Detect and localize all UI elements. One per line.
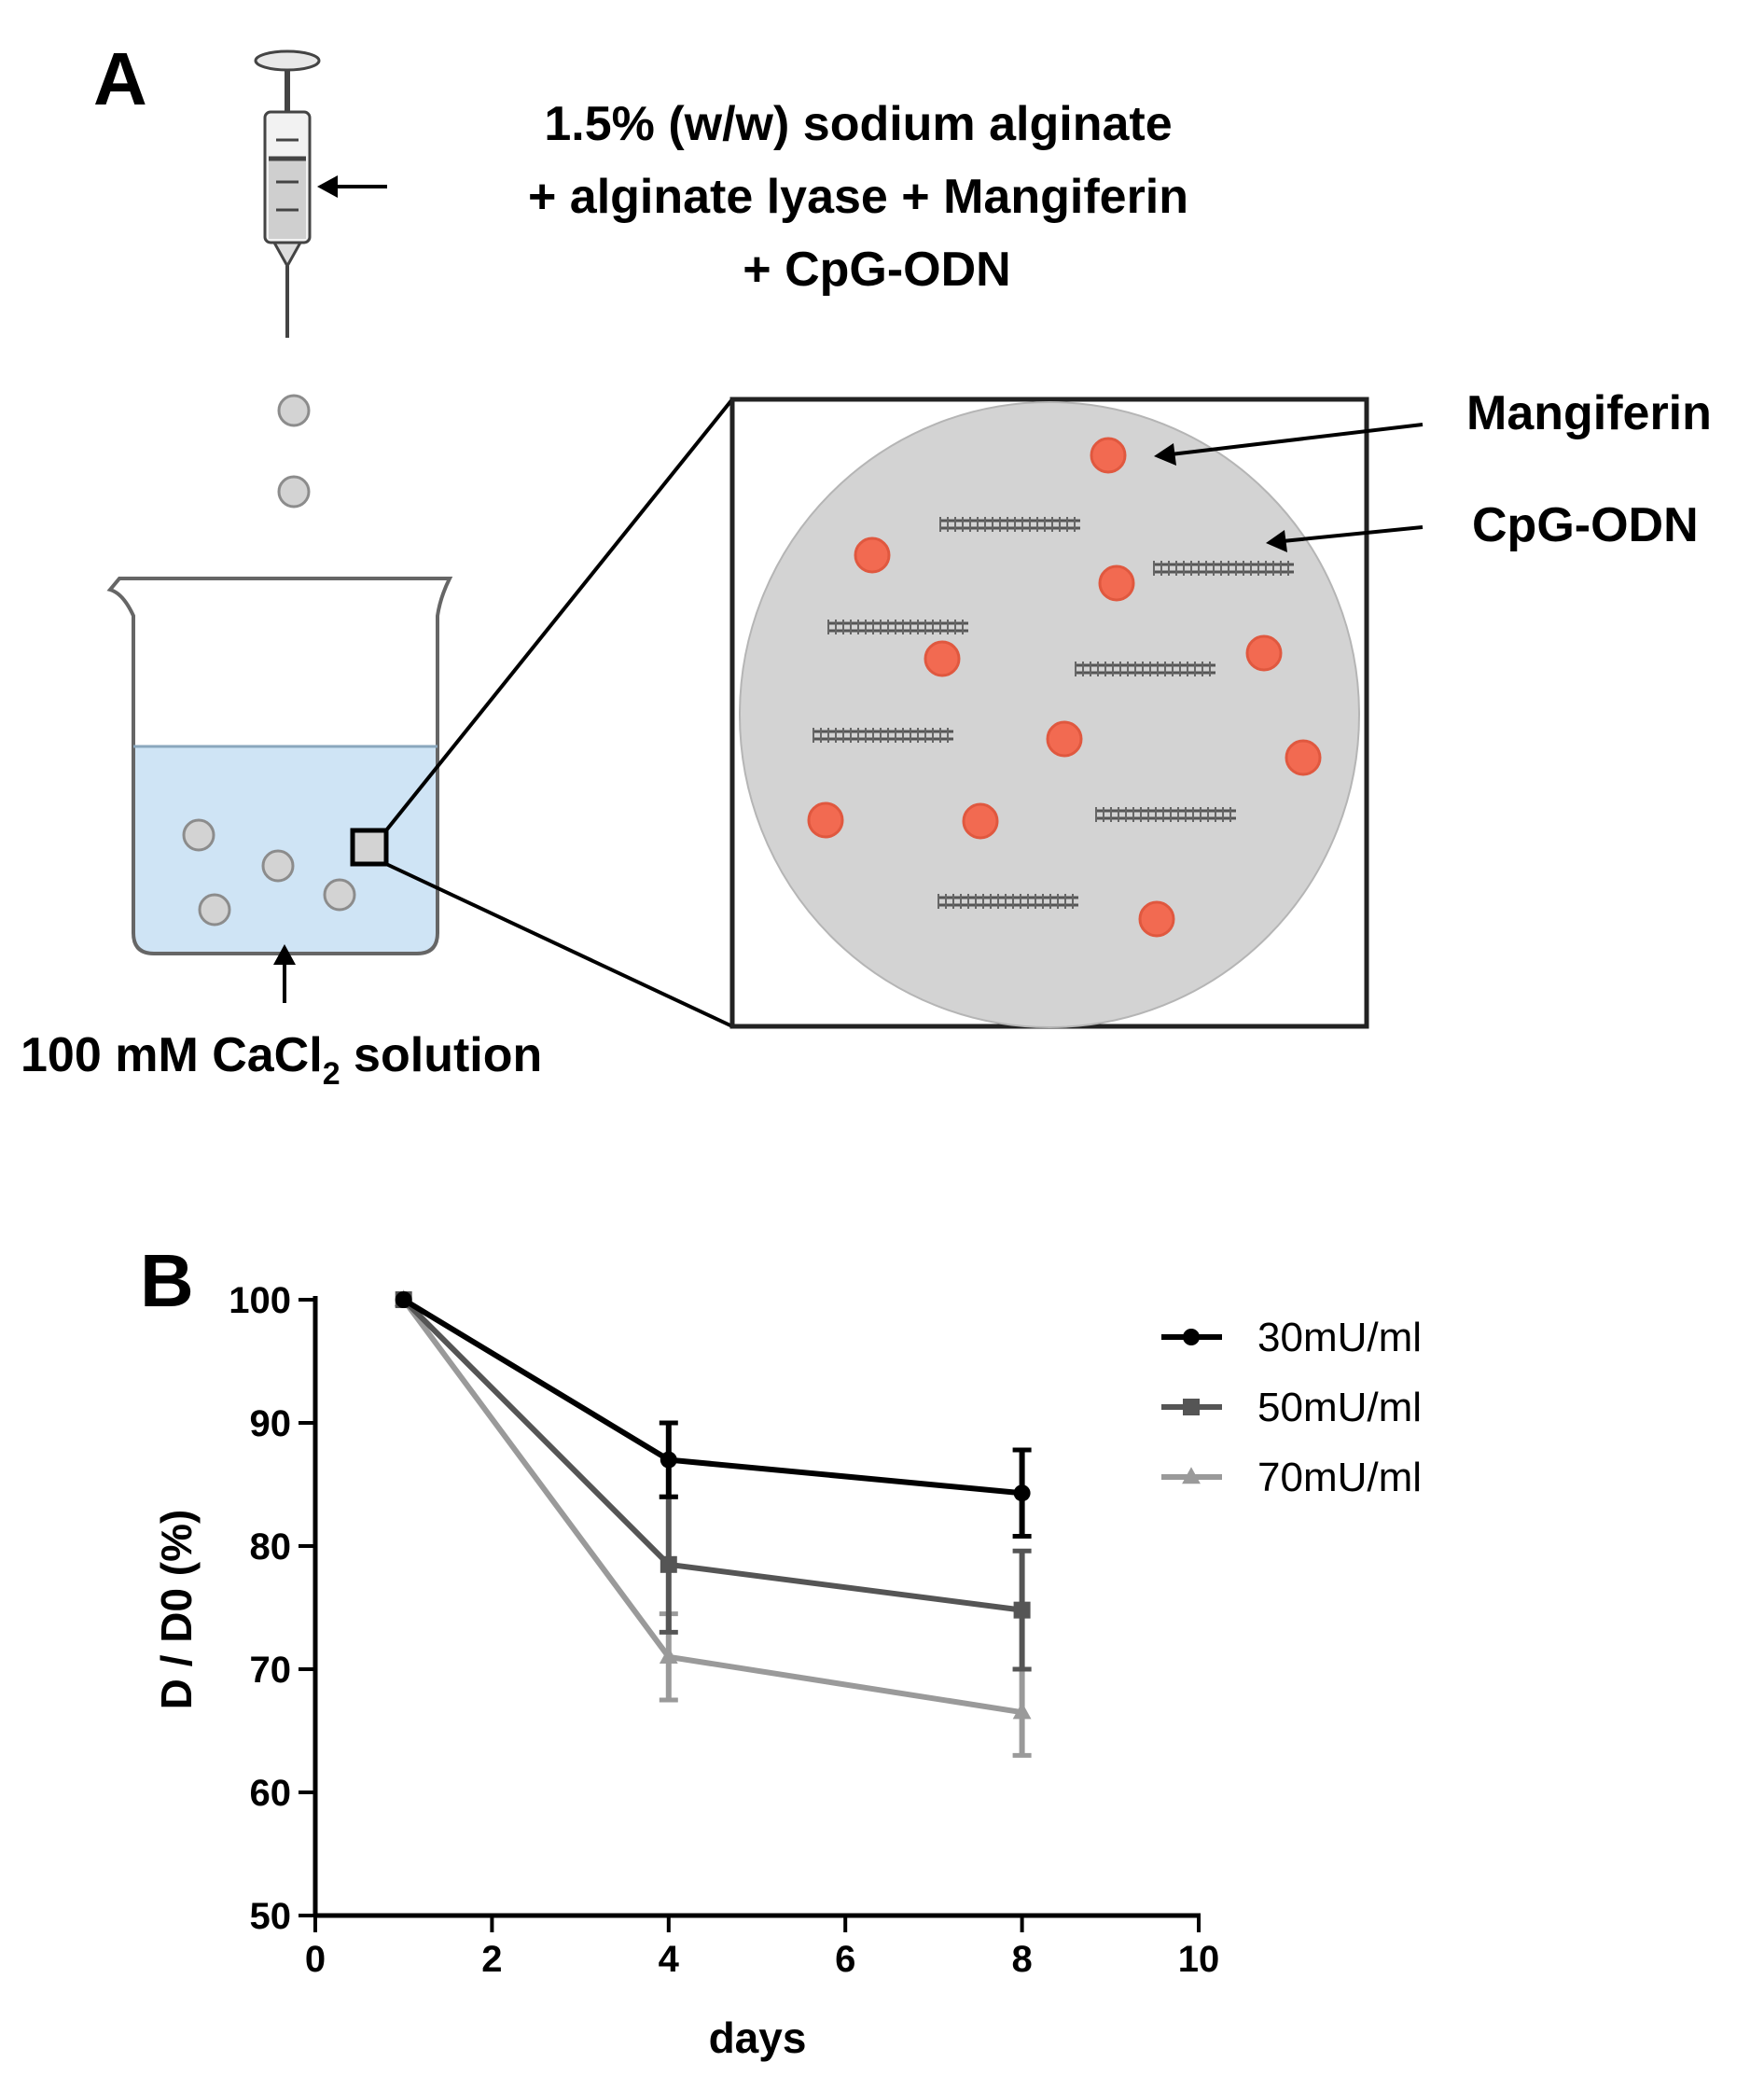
series-line	[401, 1298, 1023, 1716]
cpg-strands	[813, 517, 1294, 909]
legend-label: 30mU/ml	[1257, 1315, 1422, 1360]
solution-line-3: + CpG-ODN	[743, 243, 1010, 297]
y-tick-label: 60	[250, 1773, 292, 1814]
legend-label: 50mU/ml	[1257, 1385, 1422, 1430]
mangiferin-label: Mangiferin	[1466, 386, 1712, 440]
syringe-arrow	[317, 175, 387, 198]
mangiferin-dot	[1046, 720, 1083, 758]
x-tick-label: 2	[481, 1939, 502, 1980]
data-point	[1013, 1484, 1031, 1502]
beaker-beads	[182, 818, 356, 927]
chart-legend: 30mU/ml 50mU/ml 70mU/ml	[1161, 1315, 1422, 1500]
zoom-region-marker	[350, 828, 389, 867]
legend-item: 30mU/ml	[1161, 1315, 1422, 1360]
x-axis-title: days	[709, 2013, 807, 2062]
mangiferin-dots	[807, 437, 1322, 938]
falling-bead	[277, 394, 311, 427]
y-tick-label: 80	[250, 1526, 292, 1568]
data-point	[395, 1291, 412, 1308]
cacl2-label: 100 mM CaCl2 solution	[21, 1028, 542, 1092]
series-line	[402, 1297, 1022, 1497]
mangiferin-dot	[807, 801, 844, 839]
chart-axes: 0 2 4 6 8 10 50 60 70 80 90 100	[229, 1280, 1219, 1980]
series-line	[401, 1297, 1022, 1613]
mangiferin-dot	[1138, 900, 1175, 938]
zoom-line-bottom	[385, 862, 733, 1028]
cpg-strand	[827, 620, 968, 634]
series-50mU/ml	[395, 1291, 1032, 1672]
panel-b-letter: B	[140, 1239, 194, 1322]
legend-label: 70mU/ml	[1257, 1455, 1422, 1500]
mangiferin-arrow	[1154, 423, 1424, 466]
x-tick-label: 10	[1178, 1939, 1220, 1980]
syringe-icon	[254, 49, 321, 338]
panel-a-letter: A	[93, 37, 147, 120]
x-tick-label: 6	[835, 1939, 855, 1980]
degradation-chart: 0 2 4 6 8 10 50 60 70 80 90 100 days D / D0 (%) 30m…	[152, 1280, 1422, 2062]
data-point	[1182, 1467, 1201, 1484]
legend-item: 70mU/ml	[1161, 1455, 1422, 1500]
cpg-strand	[813, 728, 953, 743]
solution-line-1: 1.5% (w/w) sodium alginate	[544, 97, 1172, 151]
cpg-strand	[939, 517, 1080, 532]
y-tick-label: 90	[250, 1403, 292, 1444]
cpg-strand	[1153, 561, 1294, 576]
x-tick-label: 0	[305, 1939, 326, 1980]
falling-bead	[277, 475, 311, 509]
data-point	[660, 1555, 677, 1573]
chart-series	[394, 1289, 1032, 1758]
mangiferin-dot	[1098, 564, 1135, 602]
cacl2-arrow	[273, 944, 296, 1003]
zoom-line-top	[384, 397, 734, 832]
mangiferin-dot	[924, 640, 961, 677]
legend-item: 50mU/ml	[1161, 1385, 1422, 1430]
series-30mU/ml	[395, 1291, 1032, 1539]
magnified-bead	[739, 401, 1360, 1028]
beaker-icon	[106, 577, 453, 955]
cpg-strand	[1095, 807, 1236, 822]
data-point	[1012, 1702, 1032, 1720]
mangiferin-dot	[1285, 739, 1322, 776]
x-tick-label: 8	[1011, 1939, 1032, 1980]
data-point	[1183, 1329, 1200, 1345]
y-tick-label: 50	[250, 1896, 292, 1937]
y-tick-label: 100	[229, 1280, 291, 1321]
mangiferin-dot	[1245, 634, 1283, 672]
series-70mU/ml	[394, 1289, 1032, 1758]
cpg-strand	[1075, 662, 1215, 676]
data-point	[659, 1647, 678, 1664]
cpg-strand	[938, 894, 1078, 909]
data-point	[1183, 1399, 1200, 1415]
cpg-label: CpG-ODN	[1472, 498, 1699, 552]
y-axis-title: D / D0 (%)	[152, 1510, 201, 1710]
mangiferin-dot	[854, 536, 891, 574]
data-point	[660, 1451, 677, 1469]
solution-line-2: + alginate lyase + Mangiferin	[528, 170, 1188, 224]
data-point	[1013, 1601, 1031, 1619]
x-tick-label: 4	[659, 1939, 680, 1980]
mangiferin-dot	[962, 802, 999, 840]
cpg-arrow	[1266, 525, 1424, 552]
mangiferin-dot	[1090, 437, 1127, 474]
y-tick-label: 70	[250, 1650, 292, 1691]
